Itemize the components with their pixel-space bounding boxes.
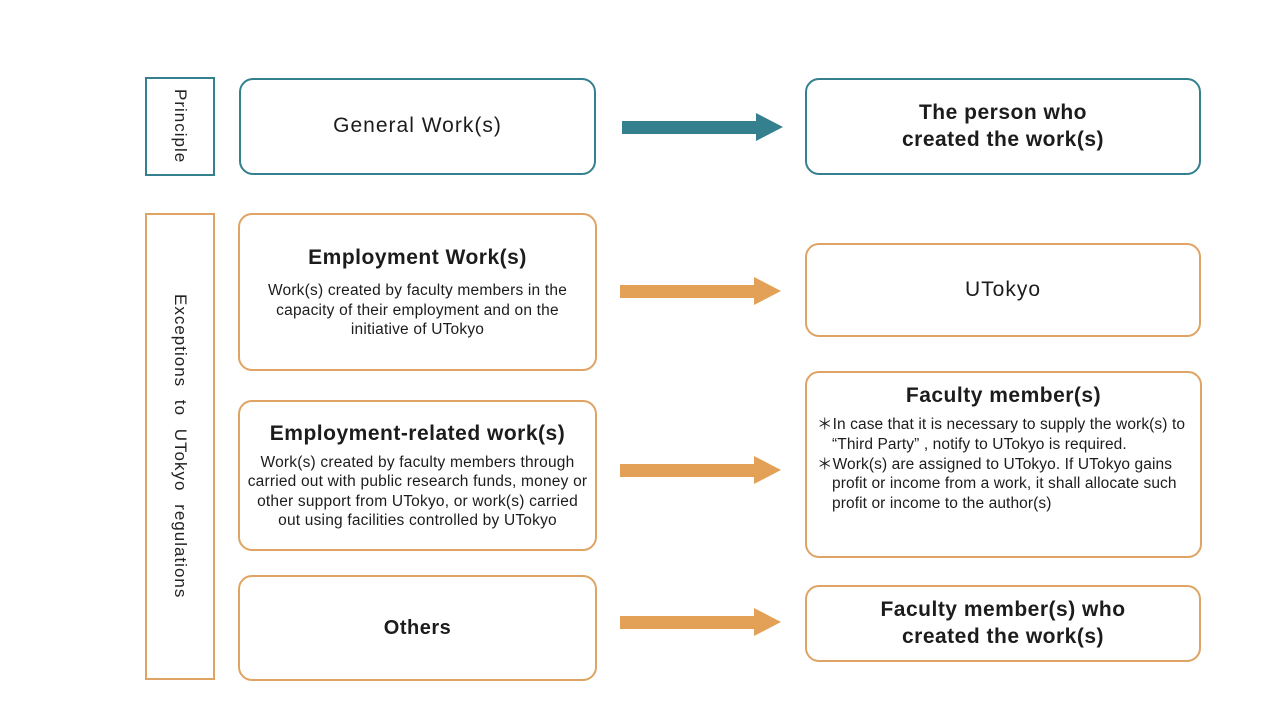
arrow-head bbox=[756, 113, 783, 141]
utokyo-box: UTokyo bbox=[805, 243, 1201, 337]
general-works-title: General Work(s) bbox=[333, 114, 502, 138]
utokyo-title: UTokyo bbox=[964, 277, 1042, 301]
arrow-others-to-faculty-icon bbox=[620, 608, 781, 636]
person-created-box: The person who created the work(s) bbox=[805, 78, 1201, 175]
faculty-members-box: Faculty member(s) ＊In case that it is ne… bbox=[805, 371, 1202, 558]
employment-related-title: Employment-related work(s) bbox=[269, 421, 566, 445]
principle-label: Principle bbox=[171, 89, 190, 164]
employment-works-desc: Work(s) created by faculty members in th… bbox=[267, 282, 568, 338]
arrow-shaft bbox=[620, 463, 754, 477]
faculty-note-third-party: ＊In case that it is necessary to supply … bbox=[817, 416, 1186, 453]
person-created-title: The person who created the work(s) bbox=[901, 101, 1105, 151]
faculty-members-notes: ＊In case that it is necessary to supply … bbox=[807, 409, 1200, 513]
arrow-shaft bbox=[620, 615, 754, 629]
faculty-members-title: Faculty member(s) bbox=[905, 384, 1102, 407]
employment-works-box: Employment Work(s) Work(s) created by fa… bbox=[238, 213, 597, 371]
employment-related-box: Employment-related work(s) Work(s) creat… bbox=[238, 400, 597, 551]
arrow-shaft bbox=[622, 120, 756, 134]
exceptions-label-box: Exceptions to UTokyo regulations bbox=[145, 213, 215, 680]
others-box: Others bbox=[238, 575, 597, 681]
faculty-who-created-title: Faculty member(s) who created the work(s… bbox=[880, 598, 1126, 648]
others-title: Others bbox=[383, 616, 452, 639]
general-works-box: General Work(s) bbox=[239, 78, 596, 175]
faculty-who-created-box: Faculty member(s) who created the work(s… bbox=[805, 585, 1201, 662]
arrow-head bbox=[754, 456, 781, 484]
arrow-related-to-faculty-icon bbox=[620, 456, 781, 484]
arrow-head bbox=[754, 608, 781, 636]
faculty-note-assignment: ＊Work(s) are assigned to UTokyo. If UTok… bbox=[817, 455, 1177, 512]
arrow-shaft bbox=[620, 284, 754, 298]
arrow-employment-to-utokyo-icon bbox=[620, 277, 781, 305]
employment-works-title: Employment Work(s) bbox=[308, 246, 527, 270]
arrow-general-to-person-icon bbox=[622, 113, 783, 141]
exceptions-label: Exceptions to UTokyo regulations bbox=[171, 294, 190, 599]
employment-related-desc: Work(s) created by faculty members throu… bbox=[247, 454, 588, 529]
arrow-head bbox=[754, 277, 781, 305]
principle-label-box: Principle bbox=[145, 77, 215, 176]
